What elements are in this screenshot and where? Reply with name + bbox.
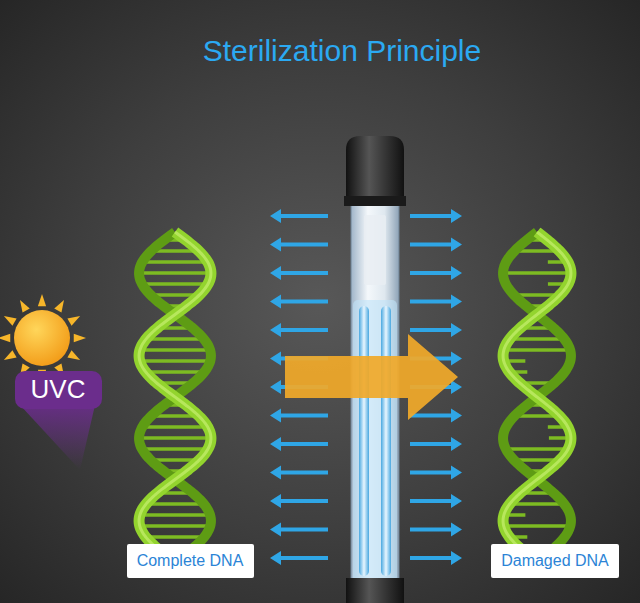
- base-pair: [142, 425, 207, 429]
- uv-ray-arrow: [270, 551, 328, 565]
- dna-helix: [503, 232, 571, 556]
- dna-strand: [139, 232, 211, 560]
- dna-highlight: [139, 232, 211, 560]
- label-box: Complete DNA: [127, 544, 254, 578]
- dna-strand: [503, 232, 571, 556]
- uv-ray-arrow: [410, 494, 462, 508]
- dna-helix: [139, 232, 211, 560]
- uv-ray-arrow: [270, 323, 328, 337]
- uv-ray-arrow: [410, 323, 462, 337]
- base-pair: [504, 524, 571, 528]
- sun-disc: [14, 310, 70, 366]
- node-text: Complete DNA: [137, 551, 244, 570]
- uv-ray-arrow: [410, 466, 462, 480]
- base-pair: [146, 370, 205, 374]
- base-pair: [142, 282, 208, 286]
- uv-ray-arrow: [270, 238, 328, 252]
- base-pair: [142, 447, 208, 451]
- uv-ray-arrow: [410, 437, 462, 451]
- base-pair: [506, 447, 568, 451]
- sun-ray: [54, 300, 64, 313]
- sun-ray: [74, 334, 86, 342]
- base-pair: [146, 502, 204, 506]
- uv-ray-arrow: [270, 494, 328, 508]
- diagram-title: Sterilization Principle: [0, 34, 640, 68]
- sun-ray: [4, 350, 17, 360]
- sun-icon: [0, 294, 86, 382]
- uv-ray-arrow: [270, 437, 328, 451]
- base-pair: [140, 513, 210, 517]
- node-text: Damaged DNA: [501, 551, 609, 570]
- base-pair: [142, 260, 207, 264]
- sun-ray: [67, 316, 80, 326]
- uv-ray-arrow: [410, 295, 462, 309]
- base-pair: [139, 271, 211, 275]
- sun-ray: [20, 300, 30, 313]
- uv-ray-arrow: [410, 238, 462, 252]
- uv-ray-arrow: [410, 266, 462, 280]
- uv-ray-arrow: [270, 266, 328, 280]
- uv-ray-arrow: [270, 523, 328, 537]
- base-pair: [140, 348, 210, 352]
- base-pair: [504, 348, 570, 352]
- base-pair: [139, 436, 211, 440]
- uv-ray-arrow: [410, 523, 462, 537]
- uv-ray-arrow: [270, 409, 328, 423]
- label-box: Damaged DNA: [491, 544, 619, 578]
- base-pair: [140, 359, 211, 363]
- uv-ray-arrow: [270, 209, 328, 223]
- process-arrow: [285, 334, 458, 420]
- uvc-badge: UVC: [15, 371, 102, 409]
- dna-highlight: [503, 232, 571, 556]
- uv-ray-arrow: [410, 209, 462, 223]
- sun-ray: [67, 350, 80, 360]
- sun-ray: [4, 316, 17, 326]
- sun-ray: [38, 294, 46, 306]
- badge-tail: [20, 405, 95, 470]
- base-pair: [146, 535, 205, 539]
- sun-ray: [0, 334, 10, 342]
- uv-ray-arrow: [270, 466, 328, 480]
- base-pair: [503, 271, 571, 275]
- base-pair: [146, 337, 204, 341]
- dna-strand: [503, 232, 571, 556]
- uv-ray-arrow: [410, 551, 462, 565]
- base-pair: [140, 524, 211, 528]
- dna-strand: [139, 232, 211, 560]
- node-text: UVC: [31, 374, 86, 405]
- uv-ray-arrow: [270, 295, 328, 309]
